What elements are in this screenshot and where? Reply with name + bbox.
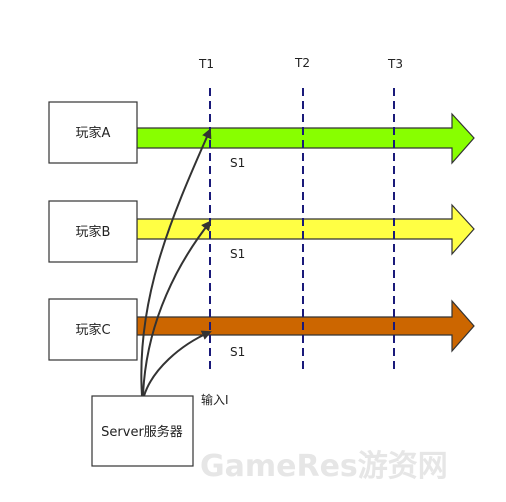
time-label-t2: T2: [294, 56, 310, 70]
time-label-t1: T1: [198, 57, 214, 71]
timeline-arrow-player-c: [136, 299, 475, 353]
player-a-box: [48, 101, 138, 164]
watermark-text: GameRes游资网: [200, 449, 448, 484]
timeline-arrow-player-a: [136, 112, 475, 165]
input-arrow-to-a: [140, 128, 212, 397]
input-label: 输入I: [201, 392, 229, 407]
player-c-box: [48, 298, 138, 361]
time-label-t3: T3: [387, 57, 403, 71]
segment-label-a: S1: [230, 156, 245, 170]
player-b-box: [48, 200, 138, 263]
timeline-arrow-player-b: [136, 203, 475, 256]
player-a-label: 玩家A: [76, 125, 111, 141]
player-b-label: 玩家B: [76, 224, 111, 240]
input-arrow-to-b: [142, 220, 212, 397]
player-c-label: 玩家C: [75, 322, 110, 338]
segment-label-b: S1: [230, 247, 245, 261]
server-label: Server服务器: [101, 424, 183, 440]
segment-label-c: S1: [230, 345, 245, 359]
server-box: [91, 395, 194, 467]
input-arrow-to-c: [143, 330, 212, 397]
